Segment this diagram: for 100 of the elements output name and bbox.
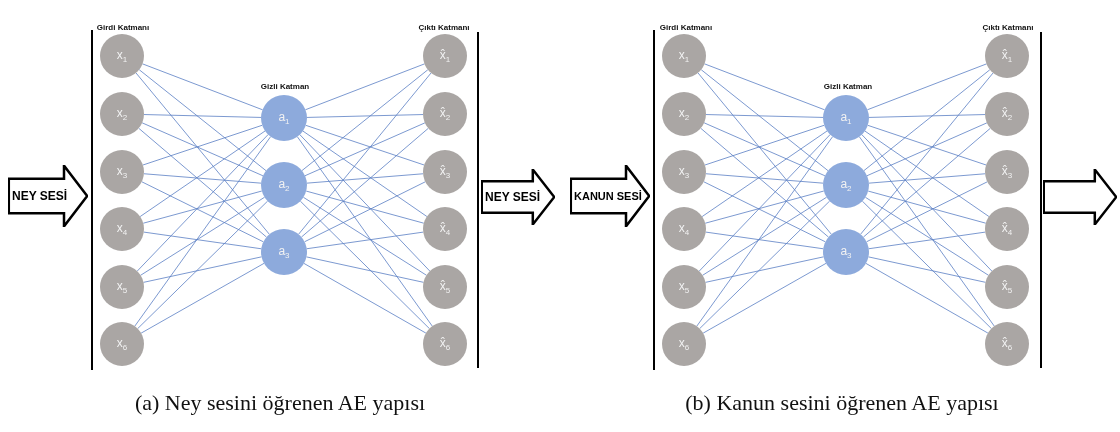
neuron-circle xyxy=(100,207,144,251)
connection-line xyxy=(868,173,986,184)
figure-caption: (b) Kanun sesini öğrenen AE yapısı xyxy=(685,390,999,416)
neuron-circle xyxy=(423,92,467,136)
neuron-label: a$_{3}$ xyxy=(278,243,290,261)
connection-line xyxy=(136,134,269,272)
neuron-circle xyxy=(261,162,307,208)
connection-line xyxy=(134,136,271,327)
neuron-label: x̂$_{3}$ xyxy=(1001,163,1013,181)
connection-line xyxy=(700,69,829,172)
connection-line xyxy=(705,114,824,118)
neuron-label: a$_{1}$ xyxy=(278,109,290,127)
connection-line xyxy=(703,122,826,177)
connection-line xyxy=(301,69,429,171)
figure-caption: (a) Ney sesini öğrenen AE yapısı xyxy=(134,390,426,416)
connection-line xyxy=(139,130,266,217)
neuron-label: x$_{3}$ xyxy=(116,163,128,181)
connection-line xyxy=(698,134,831,272)
connection-line xyxy=(135,72,270,235)
arrow-label: NEY SESİ xyxy=(485,190,541,204)
neuron-circle xyxy=(985,265,1029,309)
neuron-label: x̂$_{1}$ xyxy=(439,47,451,65)
neuron-label: x̂$_{4}$ xyxy=(1001,220,1013,238)
connection-line xyxy=(304,181,426,243)
neuron-label: x$_{6}$ xyxy=(116,335,128,353)
connection-line xyxy=(865,196,989,276)
connection-line xyxy=(867,124,987,166)
neuron-label: x̂$_{5}$ xyxy=(439,278,451,296)
neuron-label: a$_{1}$ xyxy=(840,109,852,127)
connection-line xyxy=(298,72,432,235)
connection-line xyxy=(305,124,425,166)
connection-line xyxy=(697,72,832,235)
connection-line xyxy=(868,256,986,283)
connection-line xyxy=(867,190,987,224)
connection-line xyxy=(863,127,991,238)
connection-line xyxy=(858,136,995,327)
connection-line xyxy=(306,173,424,184)
connection-line xyxy=(143,114,262,118)
neuron-circle xyxy=(985,34,1029,78)
neuron-label: x$_{4}$ xyxy=(116,220,128,238)
block-arrow xyxy=(1043,169,1117,225)
connection-line xyxy=(302,130,428,217)
neuron-circle xyxy=(662,34,706,78)
neuron-label: x$_{2}$ xyxy=(678,105,690,123)
connection-line xyxy=(861,200,992,329)
neuron-circle xyxy=(662,207,706,251)
neuron-label: x̂$_{1}$ xyxy=(1001,47,1013,65)
neuron-label: x̂$_{4}$ xyxy=(439,220,451,238)
neuron-circle xyxy=(985,322,1029,366)
connection-line xyxy=(140,196,265,276)
connection-line xyxy=(140,262,265,334)
neuron-circle xyxy=(662,150,706,194)
neuron-label: x$_{5}$ xyxy=(116,278,128,296)
connection-line xyxy=(301,127,429,238)
connection-line xyxy=(696,136,833,327)
connection-line xyxy=(299,134,431,272)
neuron-circle xyxy=(100,34,144,78)
connection-line xyxy=(865,263,989,334)
neuron-circle xyxy=(985,92,1029,136)
neuron-circle xyxy=(823,95,869,141)
connection-line xyxy=(306,114,424,118)
connection-line xyxy=(867,63,987,111)
arrow-label: NEY SESİ xyxy=(12,189,68,203)
connection-line xyxy=(305,63,425,111)
arrow-label: KANUN SESİ xyxy=(574,190,642,202)
connection-line xyxy=(137,200,268,329)
neuron-label: x$_{1}$ xyxy=(116,47,128,65)
neuron-label: x̂$_{6}$ xyxy=(439,335,451,353)
neuron-circle xyxy=(662,322,706,366)
neuron-label: x̂$_{2}$ xyxy=(1001,105,1013,123)
connection-line xyxy=(699,200,830,329)
neuron-circle xyxy=(100,92,144,136)
block-arrow xyxy=(570,165,650,227)
neuron-label: x$_{4}$ xyxy=(678,220,690,238)
connection-line xyxy=(299,200,430,329)
connection-line xyxy=(700,127,829,238)
connection-line xyxy=(142,190,263,224)
connection-line xyxy=(866,122,988,177)
connection-line xyxy=(704,124,825,166)
neuron-label: x$_{3}$ xyxy=(678,163,690,181)
neuron-circle xyxy=(423,207,467,251)
neuron-circle xyxy=(985,207,1029,251)
connection-line xyxy=(141,122,264,177)
connection-line xyxy=(303,196,427,276)
connection-line xyxy=(143,256,262,283)
neuron-label: a$_{3}$ xyxy=(840,243,852,261)
connection-line xyxy=(138,69,267,172)
block-arrow xyxy=(8,165,88,227)
neuron-circle xyxy=(423,322,467,366)
neuron-circle xyxy=(100,322,144,366)
connection-line xyxy=(304,122,426,177)
connection-line xyxy=(868,231,986,250)
neuron-label: x̂$_{2}$ xyxy=(439,105,451,123)
connection-line xyxy=(863,69,991,171)
connection-line xyxy=(868,114,986,118)
connection-line xyxy=(143,173,262,184)
neuron-circle xyxy=(261,229,307,275)
neuron-label: x$_{6}$ xyxy=(678,335,690,353)
neuron-label: x$_{1}$ xyxy=(678,47,690,65)
neuron-circle xyxy=(423,265,467,309)
